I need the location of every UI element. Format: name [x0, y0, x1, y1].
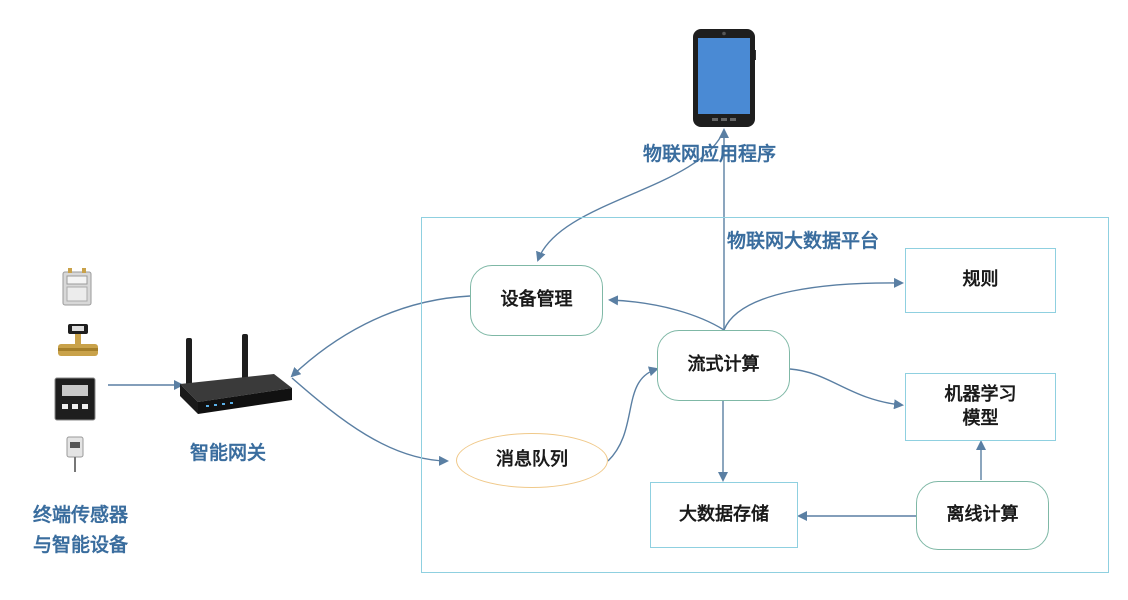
big-data-storage-label: 大数据存储 [679, 503, 769, 525]
device-management-node: 设备管理 [470, 265, 603, 336]
offline-computing-label: 离线计算 [946, 504, 1019, 526]
valve-icon [58, 324, 98, 356]
platform-label: 物联网大数据平台 [727, 230, 880, 252]
meter-icon [62, 268, 92, 306]
edge-app-to-devmgmt [536, 129, 725, 262]
stream-computing-label: 流式计算 [687, 354, 760, 376]
gateway-label: 智能网关 [190, 442, 267, 464]
sensor-icon [66, 436, 84, 472]
ml-model-label-line2: 模型 [962, 408, 999, 429]
devices-label-line2: 与智能设备 [33, 534, 129, 556]
ml-model-label-line1: 机器学习 [944, 383, 1017, 405]
big-data-storage-node: 大数据存储 [650, 482, 798, 548]
edge-stream-to-rules [723, 277, 904, 331]
edge-mq-to-stream [607, 366, 659, 462]
rules-label: 规则 [962, 269, 999, 291]
rules-node: 规则 [905, 248, 1056, 313]
tablet-icon [693, 29, 756, 127]
edge-stream-to-ml [789, 368, 904, 410]
device-management-label: 设备管理 [500, 289, 573, 311]
stream-computing-node: 流式计算 [657, 330, 790, 401]
message-queue-node: 消息队列 [456, 433, 608, 488]
platform-frame [421, 217, 1109, 573]
app-label: 物联网应用程序 [643, 143, 777, 165]
ml-model-node: 机器学习 模型 [905, 373, 1056, 441]
edge-devmgmt-to-gateway [290, 295, 471, 378]
message-queue-label: 消息队列 [496, 449, 568, 471]
offline-computing-node: 离线计算 [916, 481, 1049, 550]
devices-label-line1: 终端传感器 [33, 504, 129, 526]
edge-stream-to-devmgmt [608, 295, 725, 331]
edge-gateway-to-mq [291, 377, 449, 466]
router-icon [180, 334, 292, 414]
controller-icon [54, 377, 96, 421]
